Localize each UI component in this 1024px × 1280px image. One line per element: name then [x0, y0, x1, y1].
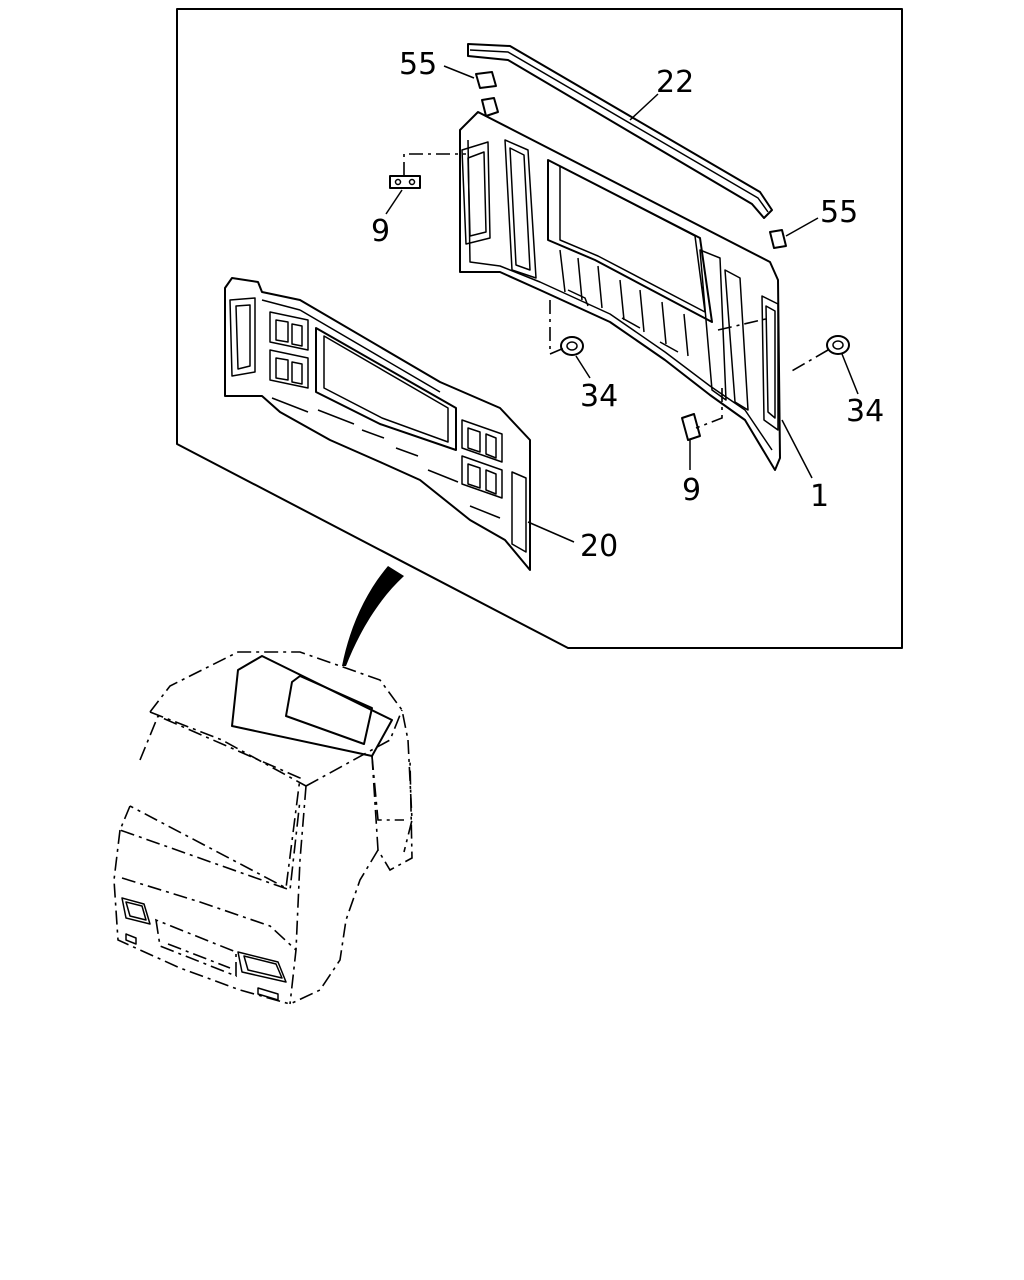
callout-20: 20	[580, 529, 618, 564]
assembly-line-grommet-left	[549, 300, 565, 356]
leader-34-right	[841, 353, 859, 395]
detail-pointer-arrow	[342, 566, 404, 666]
clip-part-55-right	[769, 229, 787, 249]
leader-20	[527, 521, 575, 543]
grommet-part-34-right	[826, 335, 850, 355]
bracket-part-9-left	[389, 175, 421, 189]
assembly-line-bracket-bottom	[695, 388, 723, 429]
trim-panel-part-20	[224, 277, 531, 571]
leader-22	[629, 93, 659, 121]
leader-34-left	[575, 355, 591, 379]
assembly-line-grommet-right	[789, 349, 829, 373]
leader-55-top	[443, 65, 475, 79]
grommet-part-34-left	[560, 336, 584, 356]
callout-55-right: 55	[820, 195, 858, 230]
callout-9-bottom: 9	[682, 473, 701, 508]
leader-55-right	[785, 217, 819, 237]
bracket-part-9-bottom	[681, 413, 701, 441]
callout-34-left: 34	[580, 379, 618, 414]
back-panel-part-1	[459, 97, 781, 471]
callout-9-left: 9	[371, 214, 390, 249]
assembly-line-panel	[717, 317, 771, 331]
leader-9-left	[385, 189, 403, 215]
weatherstrip-part-22	[467, 43, 773, 219]
truck-cab-outline	[113, 651, 413, 1005]
clip-part-55-top	[475, 71, 497, 89]
detail-frame	[176, 8, 903, 649]
callout-55-top: 55	[399, 47, 437, 82]
leader-1	[781, 419, 813, 479]
callout-22: 22	[656, 65, 694, 100]
callout-34-right: 34	[846, 394, 884, 429]
assembly-line-bracket-left	[403, 153, 466, 176]
callout-1: 1	[810, 479, 829, 514]
